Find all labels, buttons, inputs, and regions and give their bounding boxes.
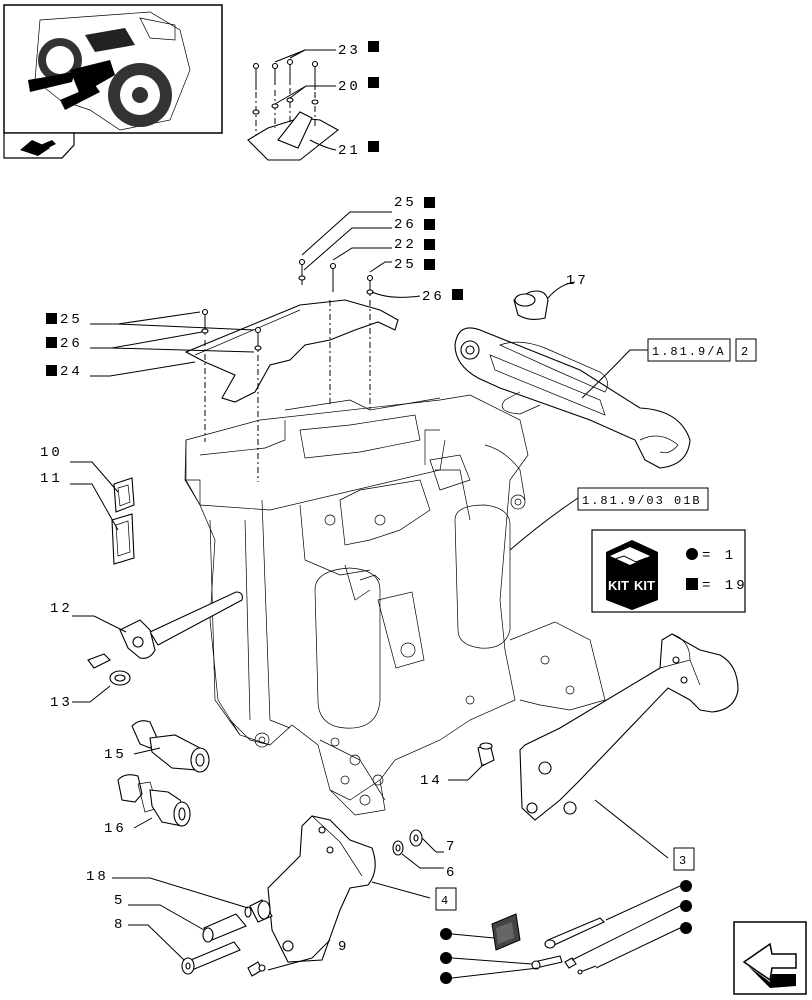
circle-marker-icon <box>440 972 452 984</box>
square-marker-icon <box>424 197 435 208</box>
top-link-assembly <box>454 290 691 469</box>
label-26b: 26 <box>422 289 445 305</box>
label-18: 18 <box>86 869 109 885</box>
label-8: 8 <box>114 917 125 933</box>
square-marker-icon <box>686 578 698 590</box>
ref-num-2-box[interactable]: 2 <box>735 338 757 362</box>
lift-arm-right <box>519 633 739 821</box>
frame-holes <box>254 494 575 806</box>
label-5: 5 <box>114 893 125 909</box>
ref-num-4-box[interactable]: 4 <box>435 887 457 911</box>
label-13: 13 <box>50 695 73 711</box>
square-marker-icon <box>424 259 435 270</box>
label-24: 24 <box>60 364 83 380</box>
cross-shaft <box>87 591 243 686</box>
label-23: 23 <box>338 43 361 59</box>
label-9: 9 <box>338 939 349 955</box>
bushing-18 <box>244 899 273 923</box>
ref-code-lift-frame: 1.81.9/03 01B <box>582 494 702 508</box>
kit-legend-box: KIT KIT = 1 = 19 <box>591 529 748 613</box>
square-marker-icon <box>368 77 379 88</box>
kit-badge-left: KIT <box>608 578 629 593</box>
bolt-set-23 <box>255 62 316 135</box>
ref-num-2: 2 <box>741 345 750 359</box>
ref-box-lift-frame[interactable]: 1.81.9/03 01B <box>577 487 709 511</box>
ref-num-4: 4 <box>441 894 450 908</box>
washer-7 <box>409 829 423 847</box>
ref-box-top-link[interactable]: 1.81.9/A <box>647 338 731 362</box>
navigation-arrow-icon[interactable] <box>733 921 807 995</box>
book-page-icon[interactable] <box>3 132 75 159</box>
label-11: 11 <box>40 471 63 487</box>
label-26a: 26 <box>394 217 417 233</box>
square-marker-icon <box>368 141 379 152</box>
label-20: 20 <box>338 79 361 95</box>
label-10: 10 <box>40 445 63 461</box>
circle-marker-icon <box>680 900 692 912</box>
ref-num-3-box[interactable]: 3 <box>673 847 695 871</box>
bushing-14 <box>477 742 495 767</box>
square-marker-icon <box>46 313 57 324</box>
decal-pair <box>111 477 135 565</box>
kit-square-label: = 19 <box>702 578 748 594</box>
ref-code-top-link: 1.81.9/A <box>652 345 726 359</box>
square-marker-icon <box>46 365 57 376</box>
pin-8 <box>181 941 241 975</box>
kit-badge-right: KIT <box>634 578 655 593</box>
circle-marker-icon <box>440 928 452 940</box>
kit-box-icon: KIT KIT <box>606 540 658 610</box>
label-15: 15 <box>104 747 127 763</box>
lift-arm-left <box>267 815 376 963</box>
pin-5 <box>202 913 247 943</box>
label-21: 21 <box>338 143 361 159</box>
circle-marker-icon <box>440 952 452 964</box>
label-22: 22 <box>394 237 417 253</box>
label-26c: 26 <box>60 336 83 352</box>
ref-num-3: 3 <box>679 854 688 868</box>
label-12: 12 <box>50 601 73 617</box>
thumbnail-panel[interactable] <box>3 4 223 159</box>
lift-frame-assembly <box>184 394 606 816</box>
coupler-15 <box>131 720 210 773</box>
square-marker-icon <box>424 219 435 230</box>
coupler-16 <box>117 774 191 827</box>
kit-small-parts <box>491 913 605 975</box>
label-16: 16 <box>104 821 127 837</box>
clip-9 <box>247 961 266 977</box>
square-marker-icon <box>368 41 379 52</box>
label-14: 14 <box>420 773 443 789</box>
bracket-assembly-top <box>247 58 339 161</box>
circle-marker-icon <box>686 548 698 560</box>
label-25a: 25 <box>394 195 417 211</box>
label-7: 7 <box>446 839 457 855</box>
circle-marker-icon <box>680 922 692 934</box>
kit-circle-label: = 1 <box>702 548 736 564</box>
label-6: 6 <box>446 865 457 881</box>
label-17: 17 <box>566 273 589 289</box>
label-25b: 25 <box>394 257 417 273</box>
washer-6 <box>392 840 404 856</box>
thumbnail-tractor-icon <box>28 11 191 131</box>
circle-marker-icon <box>680 880 692 892</box>
square-marker-icon <box>452 289 463 300</box>
square-marker-icon <box>46 337 57 348</box>
square-marker-icon <box>424 239 435 250</box>
dashed-alignment-lines <box>204 300 371 482</box>
cover-plate-24 <box>184 299 399 403</box>
label-25c: 25 <box>60 312 83 328</box>
